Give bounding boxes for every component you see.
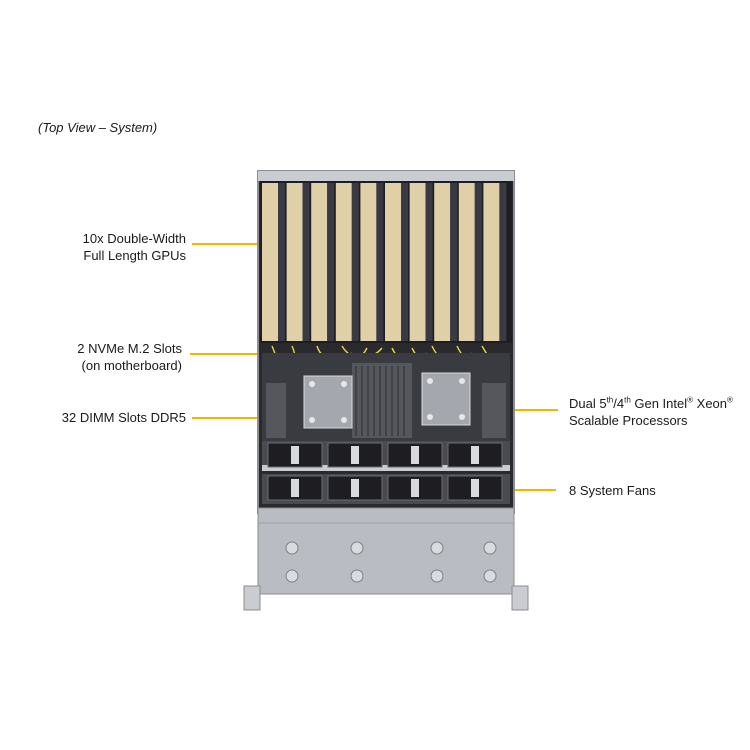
gpu-card <box>335 183 352 341</box>
gpu-card <box>286 183 303 341</box>
gpu-card-bracket <box>401 183 408 341</box>
cpu-label: Dual 5th/4th Gen Intel® Xeon® Scalable P… <box>569 395 733 429</box>
front-drive-bay <box>257 507 515 595</box>
front-knobs <box>285 541 497 583</box>
gpu-card <box>262 183 278 341</box>
gpu-card-bracket <box>351 183 359 341</box>
gpu-card-bracket <box>450 183 458 341</box>
front-knob <box>430 569 444 583</box>
rack-ear-right <box>511 585 529 611</box>
gpu-card <box>409 183 426 341</box>
gpu-card-bracket <box>474 183 482 341</box>
fan-handle <box>471 479 479 497</box>
gpu-card <box>360 183 377 341</box>
fan-handle <box>411 446 419 464</box>
gpu-card <box>458 183 475 341</box>
system-fans <box>267 442 503 501</box>
dimm-slot-lines <box>355 366 405 436</box>
nvme-label: 2 NVMe M.2 Slots (on motherboard) <box>77 340 182 374</box>
gpu-card <box>311 183 328 341</box>
cpu-label-line1: Dual 5th/4th Gen Intel® Xeon® <box>569 395 733 411</box>
cpu-label-line2: Scalable Processors <box>569 413 688 428</box>
fan-handle <box>351 446 359 464</box>
fan-handle <box>411 479 419 497</box>
gpu-card-bracket <box>278 183 285 341</box>
gpus-label: 10x Double-Width Full Length GPUs <box>83 230 186 264</box>
front-knob <box>430 541 444 555</box>
front-knob <box>350 541 364 555</box>
gpus-label-line2: Full Length GPUs <box>83 248 186 263</box>
front-knob <box>483 569 497 583</box>
gpu-card-bracket <box>327 183 335 341</box>
gpu-card-bracket <box>425 183 433 341</box>
gpus-label-line1: 10x Double-Width <box>82 231 186 246</box>
rack-ear-left <box>243 585 261 611</box>
fan-rows <box>262 441 510 504</box>
heatsink-screws <box>309 378 465 423</box>
front-knob <box>285 569 299 583</box>
motherboard-area <box>262 353 510 441</box>
gpu-card <box>483 183 500 341</box>
front-knob <box>483 541 497 555</box>
gpu-card-bracket <box>302 183 310 341</box>
chassis-top-rail <box>258 171 514 181</box>
gpu-cards <box>262 183 507 341</box>
gpu-card-bracket <box>499 183 507 341</box>
dimm-label-line1: 32 DIMM Slots DDR5 <box>61 410 186 425</box>
nvme-label-line2: (on motherboard) <box>81 358 182 373</box>
gpu-card-bracket <box>376 183 384 341</box>
fan-handle <box>291 479 299 497</box>
gpu-bay <box>260 181 512 343</box>
fan-handle <box>291 446 299 464</box>
fan-handle <box>351 479 359 497</box>
front-knob <box>285 541 299 555</box>
nvme-label-line1: 2 NVMe M.2 Slots <box>77 341 182 356</box>
view-title: (Top View – System) <box>38 120 158 135</box>
gpu-card <box>434 183 451 341</box>
fans-label-line1: 8 System Fans <box>569 483 656 498</box>
front-knob <box>350 569 364 583</box>
fans-label: 8 System Fans <box>569 482 656 499</box>
gpu-card <box>385 183 401 341</box>
fan-handle <box>471 446 479 464</box>
dimm-label: 32 DIMM Slots DDR5 <box>62 409 186 426</box>
server-chassis-image <box>243 170 529 611</box>
